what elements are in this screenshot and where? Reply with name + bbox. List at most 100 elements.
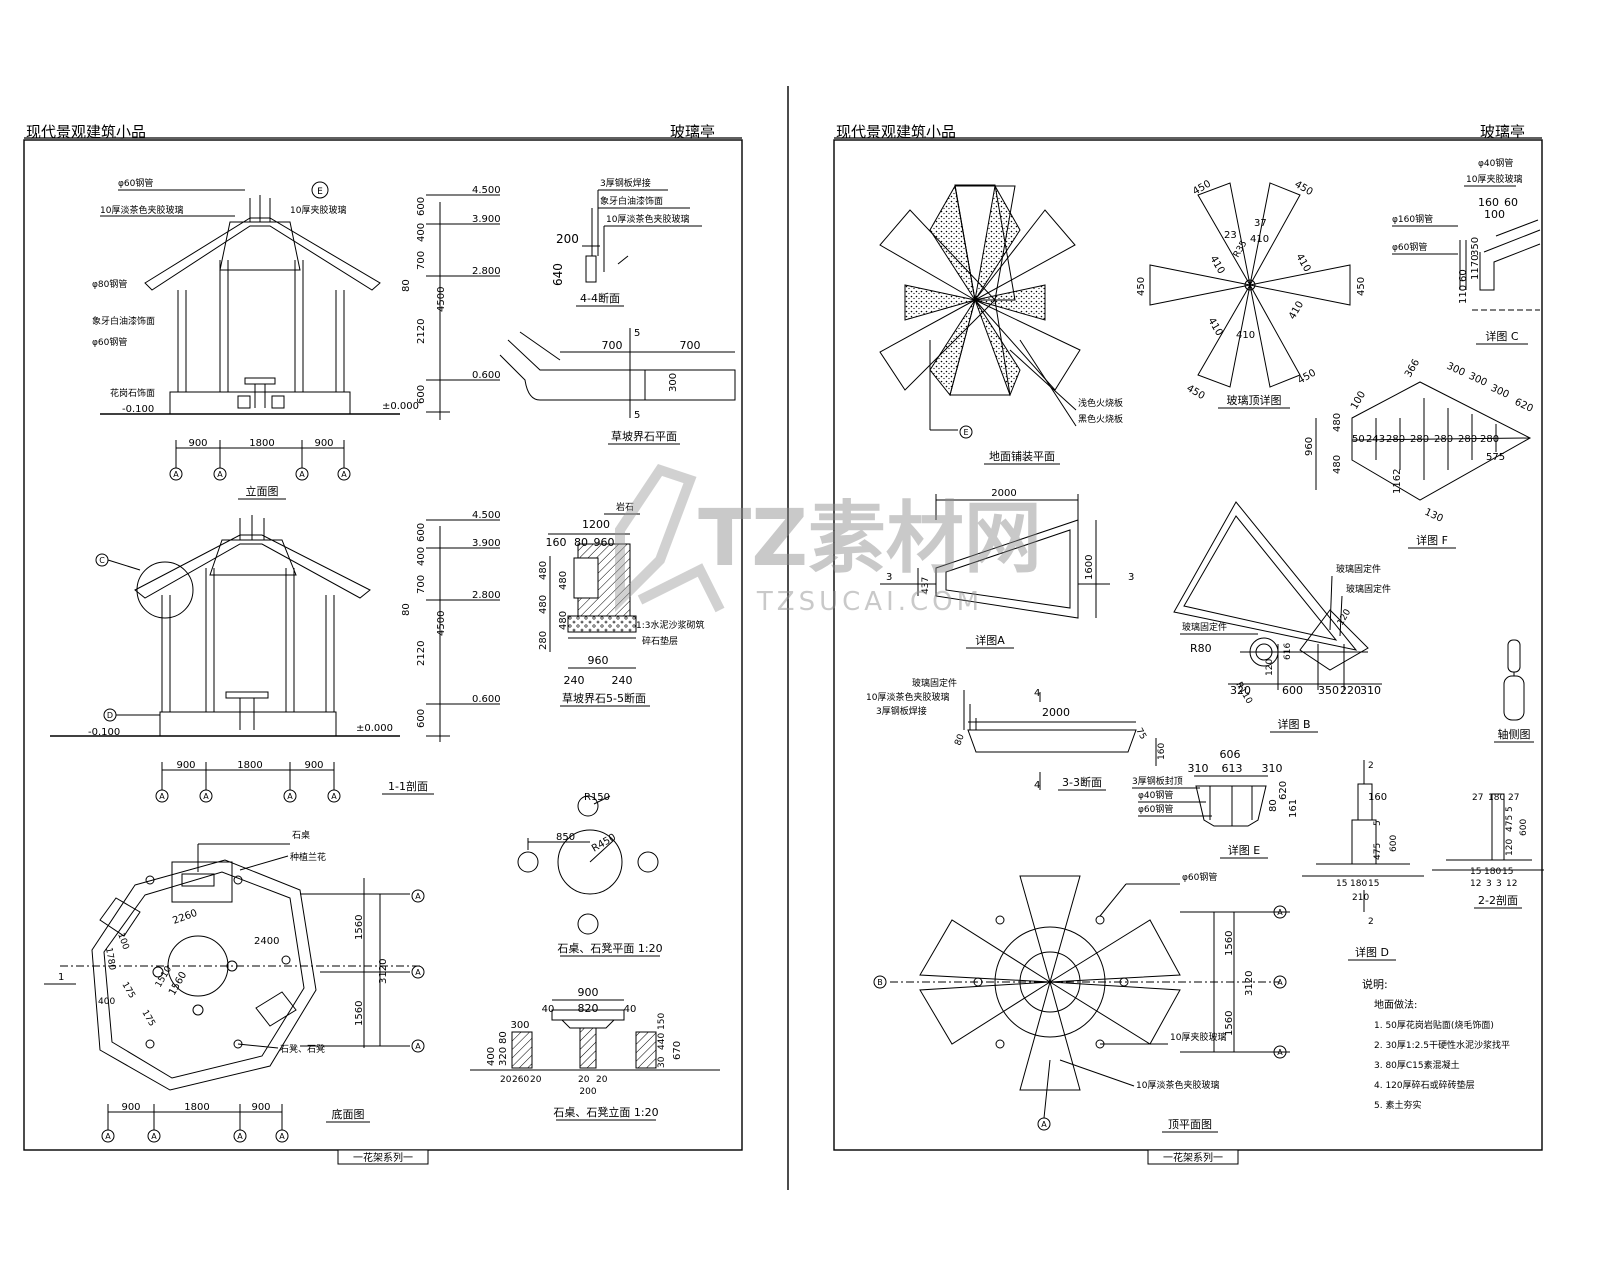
slope-sec-dim-6: 480: [558, 571, 569, 590]
sec11-vdim-5: 2120: [416, 641, 427, 666]
s22-dim-2: 180: [1488, 793, 1505, 803]
df-dim-5: 620: [1513, 397, 1535, 415]
table-plan-dim-2: 850: [556, 832, 575, 843]
elevation-drawing: [100, 195, 400, 415]
rp-title: 顶平面图: [1168, 1118, 1212, 1131]
table-elev-dim-10: 260: [512, 1075, 529, 1085]
elev-level-5: 0.600: [472, 370, 501, 381]
df-dim-15: 280: [1458, 434, 1477, 445]
df-dim-6: 100: [1349, 389, 1368, 411]
slope-plan-dim-2: 700: [680, 339, 701, 352]
paving-drawing: [879, 184, 1081, 431]
dd-dim-4: 600: [1389, 835, 1399, 852]
dc-label-2: 10厚夹胶玻璃: [1466, 173, 1522, 185]
s22-dim-12: 3: [1486, 879, 1492, 889]
slope-sec-dim-2: 160: [546, 536, 567, 549]
gt-dim-13: 410: [1236, 330, 1255, 341]
s22-title: 2-2剖面: [1478, 893, 1518, 907]
slope-plan-dim-1: 700: [602, 339, 623, 352]
plan-axis-r2: A: [415, 968, 421, 977]
table-plan-dim-1: R150: [584, 792, 610, 803]
table-elev-drawing: [470, 999, 720, 1071]
s44-label-3: 10厚淡茶色夹胶玻璃: [606, 213, 689, 225]
s44-label-2: 象牙白油漆饰面: [600, 195, 663, 207]
table-elev-dim-3: 820: [578, 1002, 599, 1015]
de-label-2: φ40钢管: [1138, 789, 1173, 801]
elev-label-6: φ60钢管: [92, 336, 127, 348]
sec11-title: 1-1剖面: [388, 779, 428, 793]
dc-dim-6: 60: [1458, 269, 1469, 282]
paving-title: 地面铺装平面: [989, 450, 1055, 463]
dc-label-3: φ160钢管: [1392, 213, 1433, 225]
plan-axis-b2: A: [151, 1132, 157, 1141]
axon-drawing: [1503, 639, 1525, 721]
dd-dim-2: 475: [1373, 843, 1383, 860]
elev-label-7: 花岗石饰面: [110, 387, 155, 399]
db-dim-1: R80: [1190, 642, 1212, 655]
s22-dim-1: 27: [1472, 793, 1483, 803]
rp-axis-2: A: [1277, 978, 1283, 987]
table-elev-dim-12: 20: [578, 1075, 590, 1085]
table-elev-dim-8: 320: [498, 1047, 509, 1066]
dd-dim-3: 5: [1373, 820, 1383, 826]
dd-dim-5: 15: [1336, 879, 1347, 889]
plan-dim-9: 3120: [378, 959, 389, 984]
plan-dim-7: 175: [139, 1009, 156, 1029]
elev-vdim-6: 600: [416, 385, 427, 404]
glass-top-drawing: [1149, 182, 1351, 388]
elev-vdim-7: 4500: [436, 287, 447, 312]
elev-vdim-5: 2120: [416, 319, 427, 344]
elev-vdim-1: 600: [416, 197, 427, 216]
s22-dim-11: 12: [1470, 879, 1481, 889]
axon-title: 轴侧图: [1498, 727, 1531, 741]
plan-dim-10: 1560: [354, 1001, 365, 1026]
plan-title: 底面图: [332, 1107, 365, 1121]
da-title: 详图A: [975, 633, 1005, 647]
elev-axis-4: A: [341, 470, 347, 479]
sec11-level-4: 0.600: [472, 694, 501, 705]
right-footer: 一花架系列一: [1163, 1151, 1223, 1164]
gt-dim-1: 450: [1191, 179, 1213, 198]
elev-level-6: -0.100: [122, 404, 154, 415]
elev-axis-1: A: [173, 470, 179, 479]
sec11-axis-4: A: [331, 792, 337, 801]
table-elev-dim-15: 30: [657, 1056, 667, 1068]
elev-label-3: 10厚夹胶玻璃: [290, 204, 346, 216]
notes-item-5: 5. 素土夯实: [1374, 1099, 1421, 1111]
dd-title: 详图 D: [1355, 945, 1389, 959]
s22-dim-3: 27: [1508, 793, 1519, 803]
s22-dim-5: 5: [1505, 806, 1515, 812]
df-title: 详图 F: [1416, 533, 1448, 547]
dd-dim-8: 210: [1352, 893, 1369, 903]
sec11-vdim-7: 4500: [436, 611, 447, 636]
dd-dim-7: 15: [1368, 879, 1379, 889]
slope-sec-dim-10: 960: [588, 654, 609, 667]
s22-dim-6: 600: [1519, 819, 1529, 836]
left-header-name: 玻璃亭: [670, 123, 716, 141]
s22-dim-14: 12: [1506, 879, 1517, 889]
s44-label-1: 3厚钢板焊接: [600, 177, 651, 189]
left-sheet-frame: [23, 139, 743, 1151]
s33-mark-1: 4: [1034, 688, 1040, 699]
de-dim-5: 80: [1268, 799, 1279, 812]
slope-sec-label-1: 岩石: [616, 501, 634, 513]
gt-dim-15: 450: [1296, 368, 1318, 387]
da-dim-1: 2000: [991, 488, 1016, 499]
elev-label-4: φ80钢管: [92, 278, 127, 290]
rp-dim-2: 3120: [1244, 971, 1255, 996]
detail-e-drawing: [1194, 775, 1268, 827]
plan-axis-r3: A: [415, 1042, 421, 1051]
s33-title: 3-3断面: [1062, 775, 1102, 789]
notes-subtitle: 地面做法:: [1374, 998, 1417, 1011]
s33-dim-4: 160: [1157, 743, 1167, 760]
rp-dim-3: 1560: [1224, 1011, 1235, 1036]
gt-dim-4: 37: [1254, 218, 1267, 229]
table-elev-title: 石桌、石凳立面 1:20: [553, 1105, 658, 1119]
elev-axis-3: A: [299, 470, 305, 479]
s22-dim-13: 3: [1496, 879, 1502, 889]
sec11-callout-1: C: [99, 556, 105, 565]
dd-dim-1: 160: [1368, 792, 1387, 803]
df-dim-14: 280: [1434, 434, 1453, 445]
plan-dim-11: 400: [98, 997, 115, 1007]
s22-dim-4: 475: [1505, 815, 1515, 832]
